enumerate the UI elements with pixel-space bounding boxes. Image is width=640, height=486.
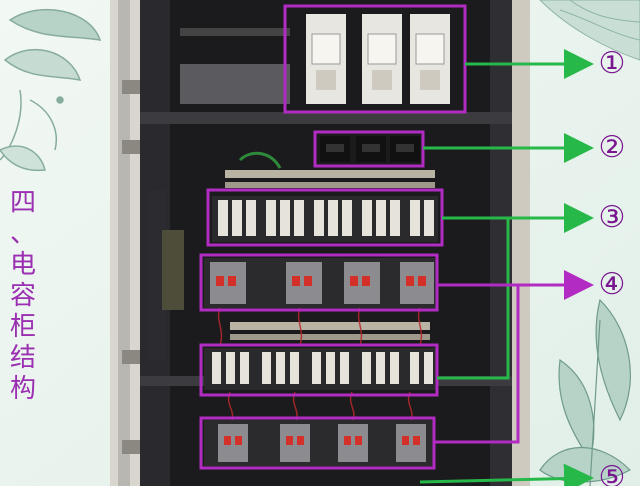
callout-box-4-bottom	[199, 416, 436, 470]
side-title-char: 电	[9, 250, 36, 280]
side-title-char: 四	[9, 188, 36, 218]
contactor-row-top	[204, 258, 436, 308]
side-title-char: 容	[9, 281, 36, 311]
callout-box-3-top	[206, 188, 444, 247]
callout-box-3-bottom	[199, 343, 439, 397]
callout-box-1	[283, 4, 467, 114]
side-title-char: 、	[9, 219, 36, 249]
side-title-char: 结	[9, 343, 36, 373]
fuse-block-row-bottom	[204, 348, 436, 390]
callout-number-1: ①	[598, 46, 626, 81]
callout-box-2	[313, 130, 425, 168]
capacitor-cabinet-photo	[110, 0, 530, 486]
callout-number-4: ④	[598, 267, 626, 302]
callout-box-4-top	[199, 253, 439, 312]
contactor-row-bottom	[204, 420, 434, 466]
side-title: 四 、 电 容 柜 结 构	[6, 188, 40, 405]
arrow-5	[419, 463, 594, 486]
side-title-char: 柜	[9, 312, 36, 342]
callout-number-3: ③	[598, 200, 626, 235]
callout-number-5: ⑤	[598, 460, 626, 486]
side-title-char: 构	[9, 374, 36, 404]
current-transformer-group	[320, 136, 420, 162]
callout-number-2: ②	[598, 130, 626, 165]
fuse-block-row-top	[212, 196, 438, 242]
leaf-ornament-left-icon	[0, 8, 102, 172]
arrow-3-branch	[437, 218, 510, 380]
arrow-4-branch	[434, 285, 520, 444]
fuse-switch-group	[306, 14, 450, 104]
